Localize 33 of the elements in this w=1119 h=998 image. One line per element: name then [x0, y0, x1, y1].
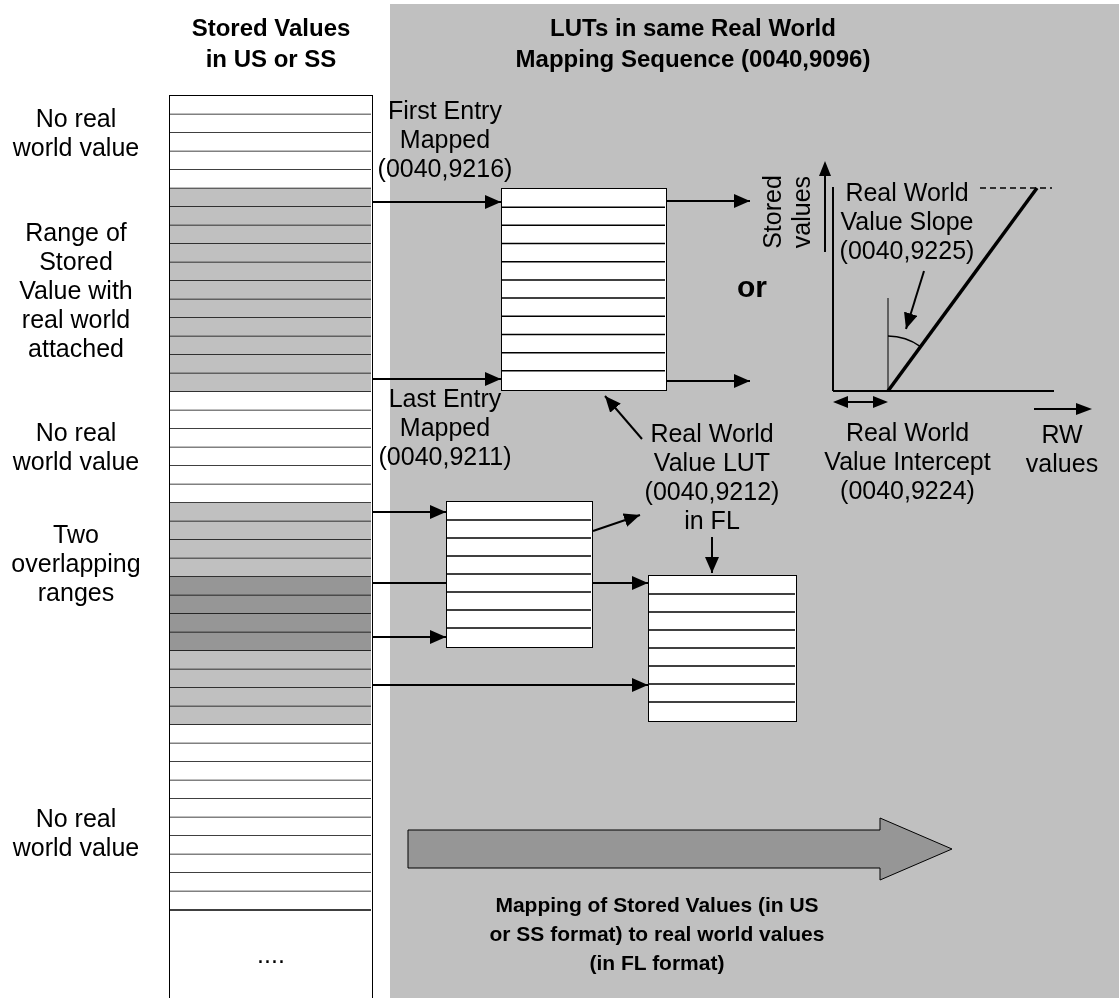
arrow-caption: Last Entry Mapped (0040,9211)	[377, 384, 513, 471]
arrow	[666, 374, 751, 388]
or-text: or	[736, 272, 768, 301]
arrow	[372, 630, 447, 644]
side-label: Two overlapping ranges	[10, 520, 142, 607]
column-heading: Stored Values in US or SS	[190, 13, 352, 74]
leader-arrow	[904, 270, 925, 330]
arrow	[372, 195, 502, 209]
panel-caption: Mapping of Stored Values (in US or SS format) to real world values (in FL format)	[488, 892, 826, 976]
side-label: No real world value	[11, 104, 141, 162]
side-label: No real world value	[11, 804, 141, 862]
axis-label: Stored values	[758, 174, 816, 251]
lookup-table	[501, 188, 667, 391]
arrow	[372, 678, 649, 692]
connector-line	[372, 582, 447, 584]
panel-heading: LUTs in same Real World Mapping Sequence (0040,9096)	[514, 13, 872, 74]
axis-caption: Real World Value Intercept (0040,9224)	[823, 418, 992, 505]
lookup-table	[446, 501, 593, 648]
arrow	[592, 576, 649, 590]
axis-label: RW values	[1024, 420, 1100, 478]
side-label: No real world value	[11, 418, 141, 476]
leader-arrow	[604, 395, 643, 440]
arrow	[592, 513, 641, 532]
leader-arrow	[705, 536, 719, 574]
arrow	[372, 372, 502, 386]
lookup-table	[648, 575, 797, 722]
arrow-caption: First Entry Mapped (0040,9216)	[376, 96, 514, 183]
ellipsis-text: ....	[256, 940, 286, 969]
annotation-text: Real World Value LUT (0040,9212) in FL	[642, 419, 782, 535]
arrow	[372, 505, 447, 519]
side-label: Range of Stored Value with real world attached	[18, 218, 134, 363]
arrow	[666, 194, 751, 208]
annotation-text: Real World Value Slope (0040,9225)	[836, 178, 978, 265]
